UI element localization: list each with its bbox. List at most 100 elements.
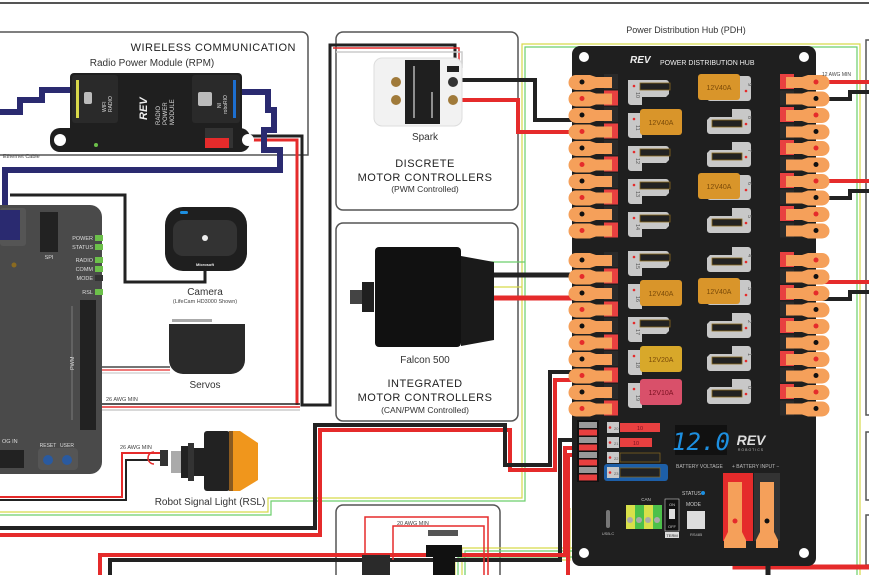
pdh-terminal[interactable] — [568, 268, 619, 285]
pdh-terminal[interactable] — [780, 351, 830, 367]
reset-button[interactable] — [43, 455, 53, 465]
fuse[interactable] — [698, 173, 740, 199]
ethernet-label: Ethernet Cable — [3, 154, 40, 160]
channel-number: 17 — [634, 329, 640, 335]
pdh-terminal[interactable] — [780, 334, 830, 351]
pdh-terminal[interactable] — [568, 189, 619, 206]
pdh-terminal[interactable] — [568, 140, 619, 156]
pdh-terminal[interactable] — [568, 384, 619, 400]
breaker-slot[interactable] — [711, 356, 743, 365]
pdh-terminal[interactable] — [568, 351, 619, 367]
pdh-terminal[interactable] — [780, 400, 830, 417]
channel-number: 23 — [614, 471, 619, 476]
pdh-terminal[interactable] — [780, 189, 830, 206]
breaker-slot[interactable] — [711, 119, 743, 128]
mini-fuse[interactable] — [620, 423, 660, 432]
channel-number: 12 — [634, 158, 640, 164]
channel-number: 9 — [746, 83, 752, 86]
led-label: RADIO — [76, 258, 94, 264]
pdh-terminal[interactable] — [568, 222, 619, 239]
switchable-terminal[interactable] — [579, 422, 597, 428]
pdh-terminal[interactable] — [568, 206, 619, 222]
pdh-terminal[interactable] — [568, 173, 619, 189]
pdh-terminal[interactable] — [780, 173, 830, 189]
pdh-terminal[interactable] — [568, 367, 619, 384]
pdh-terminal[interactable] — [780, 123, 830, 140]
switchable-terminal[interactable] — [579, 467, 597, 473]
switchable-terminal[interactable] — [579, 452, 597, 458]
fuse[interactable] — [640, 346, 682, 372]
term-switch[interactable] — [669, 509, 675, 519]
pdh-terminal[interactable] — [780, 156, 830, 173]
pdh-terminal[interactable] — [780, 285, 830, 301]
breaker-slot[interactable] — [619, 452, 661, 463]
fuse[interactable] — [640, 109, 682, 135]
pdh-terminal[interactable] — [568, 90, 619, 107]
pdh-terminal[interactable] — [780, 301, 830, 318]
rpm-label: Radio Power Module (RPM) — [90, 58, 215, 69]
rpm-body-label: RADIO — [156, 106, 162, 125]
pdh-terminal[interactable] — [780, 384, 830, 400]
user-button[interactable] — [62, 455, 72, 465]
switchable-terminal[interactable] — [579, 474, 597, 481]
pdh-terminal[interactable] — [780, 107, 830, 123]
breaker-slot[interactable] — [711, 257, 743, 266]
fuse[interactable] — [640, 379, 682, 405]
breaker-slot[interactable] — [711, 389, 743, 398]
pdh-terminal[interactable] — [780, 74, 830, 90]
breaker-slot[interactable] — [711, 323, 743, 332]
breaker-slot[interactable] — [619, 467, 661, 478]
pdh-terminal[interactable] — [568, 301, 619, 318]
battery-negative-terminal — [756, 482, 778, 548]
breaker-slot[interactable] — [711, 152, 743, 161]
pdh-terminal[interactable] — [780, 367, 830, 384]
breaker-slot[interactable] — [639, 253, 671, 262]
pdh-terminal[interactable] — [780, 268, 830, 285]
camera: Microsoft Camera (LifeCam HD3000 Shown) — [165, 207, 247, 305]
usb-c-port — [606, 510, 610, 528]
pdh-terminal[interactable] — [780, 90, 830, 107]
fuse[interactable] — [640, 280, 682, 306]
switchable-terminal[interactable] — [579, 429, 597, 436]
pwm-label: PWM — [70, 356, 76, 370]
pdh-terminal[interactable] — [568, 334, 619, 351]
channel-number: 3 — [746, 287, 752, 290]
breaker-slot[interactable] — [639, 214, 671, 223]
channel-number: 6 — [746, 182, 752, 185]
channel-number: 14 — [634, 224, 640, 230]
pdh-terminal[interactable] — [568, 285, 619, 301]
breaker-slot[interactable] — [639, 181, 671, 190]
pdh-terminal[interactable] — [568, 400, 619, 417]
mini-fuse[interactable] — [620, 438, 652, 447]
channel-number: 1 — [746, 353, 752, 356]
pdh-terminal[interactable] — [568, 252, 619, 268]
breaker-slot[interactable] — [639, 319, 671, 328]
fuse-rating: 12V20A — [649, 357, 674, 364]
fuse[interactable] — [698, 278, 740, 304]
pdh-terminal[interactable] — [780, 252, 830, 268]
breaker-slot[interactable] — [711, 218, 743, 227]
pdh-terminal[interactable] — [568, 107, 619, 123]
right-edge-box-2 — [865, 431, 869, 501]
pdh-terminal[interactable] — [568, 123, 619, 140]
breaker-slot[interactable] — [639, 148, 671, 157]
pdh-terminal[interactable] — [568, 74, 619, 90]
svg-text:TERM: TERM — [666, 533, 677, 538]
pdh-terminal[interactable] — [780, 222, 830, 239]
falcon-500: Falcon 500 — [350, 247, 494, 366]
pdh-channel: 4 — [707, 247, 752, 272]
servos-label: Servos — [189, 380, 220, 391]
pdh-terminal[interactable] — [780, 206, 830, 222]
switchable-terminal[interactable] — [579, 444, 597, 451]
pdh-terminal[interactable] — [568, 156, 619, 173]
breaker-slot[interactable] — [639, 82, 671, 91]
pdh-terminal[interactable] — [780, 318, 830, 334]
pdh-terminal[interactable] — [568, 318, 619, 334]
fuse[interactable] — [698, 74, 740, 100]
pdh-terminal[interactable] — [780, 140, 830, 156]
rs485-port — [687, 511, 705, 529]
switchable-terminal[interactable] — [579, 437, 597, 443]
switchable-terminal[interactable] — [579, 459, 597, 466]
